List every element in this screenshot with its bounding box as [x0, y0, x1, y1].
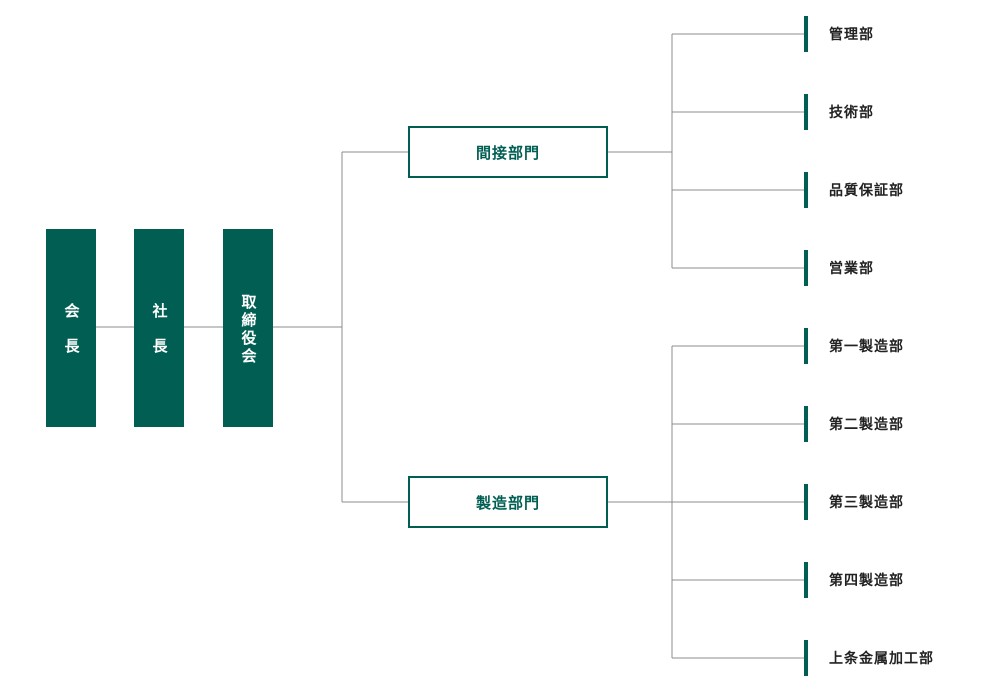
- president-box: 社長: [134, 229, 184, 427]
- indirect-division-box: 間接部門: [408, 126, 608, 178]
- dept-label: 第一製造部: [829, 339, 904, 355]
- dept-label: 上条金属加工部: [829, 651, 934, 667]
- indirect-division-label: 間接部門: [475, 143, 540, 162]
- dept-marker: [804, 94, 808, 130]
- dept-label: 第三製造部: [829, 495, 904, 511]
- dept-engineering: 技術部: [804, 94, 874, 130]
- dept-marker: [804, 328, 808, 364]
- dept-label: 技術部: [829, 105, 874, 121]
- dept-quality-assurance: 品質保証部: [804, 172, 904, 208]
- dept-label: 第二製造部: [829, 417, 904, 433]
- dept-marker: [804, 640, 808, 676]
- president-label: 社長: [150, 303, 169, 373]
- dept-manufacturing-2: 第二製造部: [804, 406, 904, 442]
- chairman-label: 会長: [62, 303, 81, 373]
- dept-label: 第四製造部: [829, 573, 904, 589]
- manufacturing-division-label: 製造部門: [475, 493, 540, 512]
- board-label: 取締役会: [239, 293, 258, 366]
- dept-metal-processing: 上条金属加工部: [804, 640, 934, 676]
- dept-marker: [804, 250, 808, 286]
- dept-label: 営業部: [829, 261, 874, 277]
- dept-marker: [804, 172, 808, 208]
- dept-marker: [804, 406, 808, 442]
- dept-marker: [804, 16, 808, 52]
- dept-marker: [804, 484, 808, 520]
- dept-label: 品質保証部: [829, 183, 904, 199]
- dept-management: 管理部: [804, 16, 874, 52]
- dept-manufacturing-3: 第三製造部: [804, 484, 904, 520]
- dept-sales: 営業部: [804, 250, 874, 286]
- dept-manufacturing-1: 第一製造部: [804, 328, 904, 364]
- dept-marker: [804, 562, 808, 598]
- dept-label: 管理部: [829, 27, 874, 43]
- manufacturing-division-box: 製造部門: [408, 476, 608, 528]
- chairman-box: 会長: [46, 229, 96, 427]
- board-box: 取締役会: [223, 229, 273, 427]
- dept-manufacturing-4: 第四製造部: [804, 562, 904, 598]
